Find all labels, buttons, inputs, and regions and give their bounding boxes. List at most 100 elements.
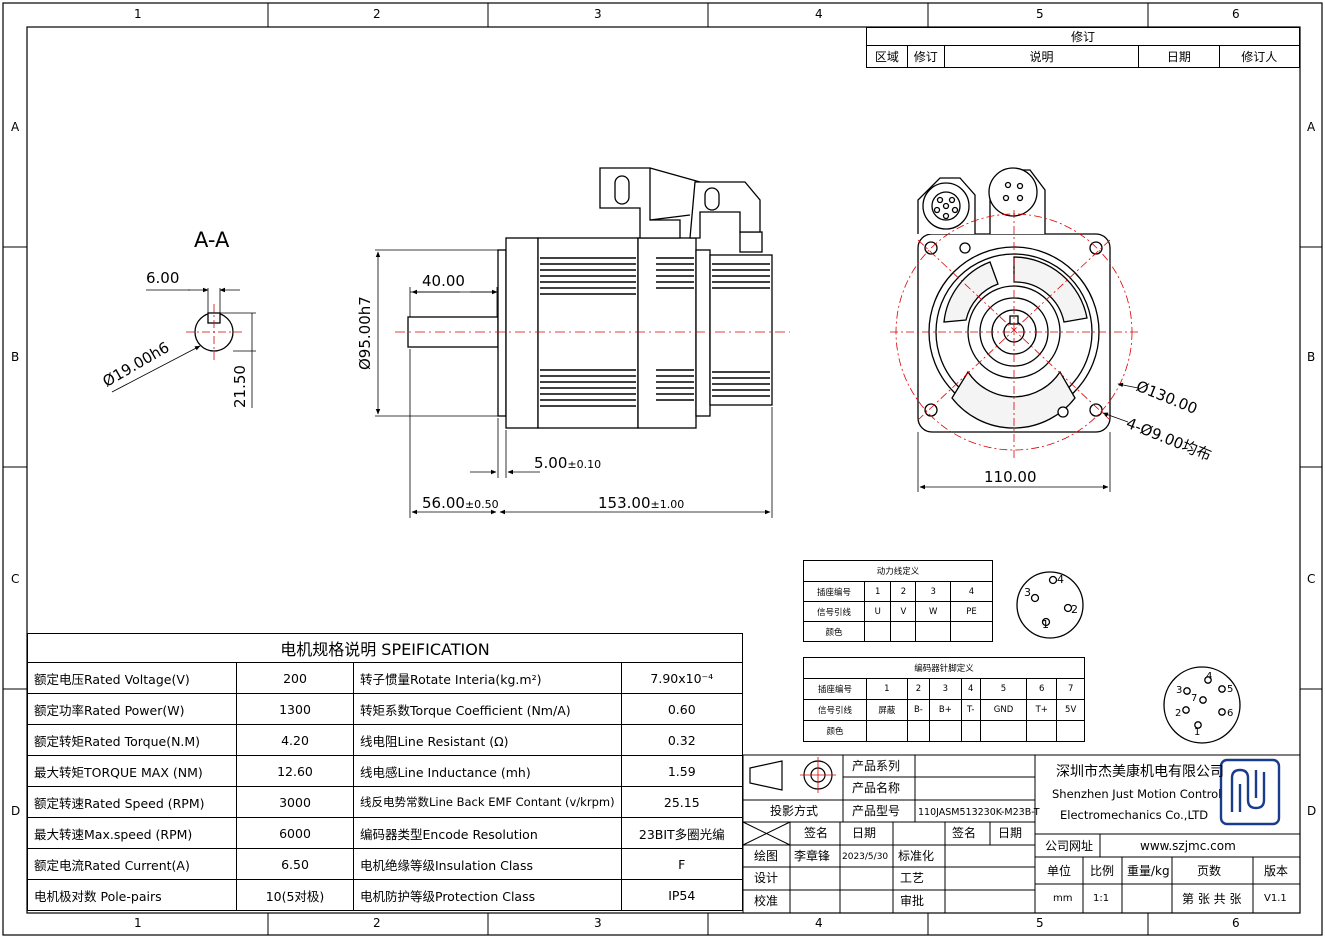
spec-label: 电机极对数 Pole-pairs (27, 879, 237, 911)
projection-symbol (749, 757, 836, 793)
spec-label: 线反电势常数Line Back EMF Contant (v/krpm) (353, 786, 622, 818)
pin-7-1: 1 (1194, 727, 1201, 738)
revision-title: 修订 (866, 27, 1300, 46)
front-dims (917, 382, 1139, 492)
date-label: 日期 (852, 826, 877, 840)
product-model-value: 110JASM513230K-M23B-T (918, 807, 1040, 818)
connector-4pin-graphic (1016, 571, 1084, 639)
revision-header: 修订人 (1218, 45, 1301, 68)
zone-row-d-left: D (11, 804, 21, 818)
body-length-dim: 153.00±1.00 (598, 494, 685, 512)
spec-label: 线电阻Line Resistant (Ω) (353, 724, 622, 756)
flange-diameter-dim: Ø95.00h7 (356, 296, 374, 370)
spec-value: 12.60 (236, 755, 354, 787)
spec-value: 0.32 (620, 724, 744, 756)
spec-label: 额定功率Rated Power(W) (27, 693, 237, 725)
table-cell: 3 (929, 678, 962, 700)
table-cell (1026, 720, 1058, 742)
zone-col-5-top: 5 (1036, 7, 1044, 21)
inner-border (26, 26, 1301, 914)
spec-value: 0.60 (620, 693, 744, 725)
draw-label: 绘图 (754, 849, 779, 863)
spec-value: IP54 (620, 879, 744, 911)
connector-7pin-graphic (1163, 666, 1241, 744)
flange-thickness-dim: 5.00±0.10 (534, 454, 602, 472)
side-dims (375, 249, 773, 518)
process-label: 工艺 (900, 871, 925, 885)
table-cell: 6 (1026, 678, 1058, 700)
table-cell: PE (949, 601, 994, 622)
pin-4-4: 4 (1057, 573, 1064, 586)
spec-value: 200 (236, 662, 354, 694)
company-name-en-2: Electromechanics Co.,LTD (1060, 808, 1209, 822)
pin-7-6: 6 (1227, 708, 1234, 719)
specification-table: 电机规格说明 SPEIFICATION 额定电压Rated Voltage(V)… (27, 633, 744, 911)
table-cell: B- (906, 699, 931, 721)
spec-label: 最大转矩TORQUE MAX (NM) (27, 755, 237, 787)
table-cell: 5V (1056, 699, 1085, 721)
table-cell: 3 (915, 581, 951, 602)
table-cell (915, 621, 951, 642)
front-view-centerlines (890, 210, 1140, 458)
revision-header: 说明 (943, 45, 1140, 68)
zone-col-1-bottom: 1 (134, 916, 142, 930)
spec-value: 10(5对极) (236, 879, 354, 911)
website-label: 公司网址 (1045, 839, 1094, 853)
zone-col-3-top: 3 (594, 7, 602, 21)
revision-table: 修订 区域 修订 说明 日期 修订人 (866, 27, 1301, 68)
table-cell: 颜色 (803, 621, 865, 642)
draw-date: 2023/5/30 (842, 852, 889, 862)
version-value: V1.1 (1264, 893, 1287, 904)
scale-value: 1:1 (1093, 893, 1110, 904)
zone-col-4-bottom: 4 (815, 916, 823, 930)
table-cell: V (890, 601, 917, 622)
table-cell (866, 720, 908, 742)
zone-ticks (3, 3, 1322, 935)
table-cell: U (863, 601, 892, 622)
spec-value: F (620, 848, 744, 880)
table-cell (1056, 720, 1085, 742)
table-cell: 7 (1056, 678, 1085, 700)
spec-label: 额定转速Rated Speed (RPM) (27, 786, 237, 818)
table-cell: T+ (1026, 699, 1058, 721)
sign-label-2: 签名 (952, 826, 977, 840)
sign-label: 签名 (804, 826, 829, 840)
drawer-name: 李章锋 (794, 849, 831, 863)
company-logo (1219, 758, 1281, 826)
unit-label: 单位 (1047, 864, 1072, 878)
table-cell: GND (979, 699, 1028, 721)
table-cell: 4 (960, 678, 981, 700)
pin-7-3: 3 (1176, 685, 1183, 696)
pages-label: 页数 (1197, 864, 1222, 878)
section-dims (111, 287, 256, 408)
spec-value: 23BIT多圈光编 (620, 817, 744, 849)
front-view-connectors (917, 167, 1046, 234)
zone-row-a-right: A (1307, 120, 1316, 134)
table-cell: 1 (866, 678, 908, 700)
zone-col-5-bottom: 5 (1036, 916, 1044, 930)
approve-label: 审批 (900, 894, 925, 908)
side-view-connectors (599, 167, 761, 239)
product-series-label: 产品系列 (852, 759, 901, 773)
table-cell (890, 621, 917, 642)
table-cell: 4 (949, 581, 994, 602)
table-cell (979, 720, 1028, 742)
spec-label: 额定电流Rated Current(A) (27, 848, 237, 880)
revision-header: 修订 (906, 45, 945, 68)
pin-4-1: 1 (1042, 618, 1049, 631)
revision-header: 区域 (866, 45, 908, 68)
key-height-dim: 21.50 (231, 365, 249, 408)
spec-label: 转矩系数Torque Coefficient (Nm/A) (353, 693, 622, 725)
table-cell: 插座编号 (803, 581, 865, 602)
encoder-table-title: 编码器针脚定义 (803, 657, 1085, 679)
table-cell: 2 (890, 581, 917, 602)
table-cell: T- (960, 699, 981, 721)
table-cell: W (915, 601, 951, 622)
company-name-en-1: Shenzhen Just Motion Control (1052, 787, 1222, 801)
spec-label: 最大转速Max.speed (RPM) (27, 817, 237, 849)
spec-label: 编码器类型Encode Resolution (353, 817, 622, 849)
